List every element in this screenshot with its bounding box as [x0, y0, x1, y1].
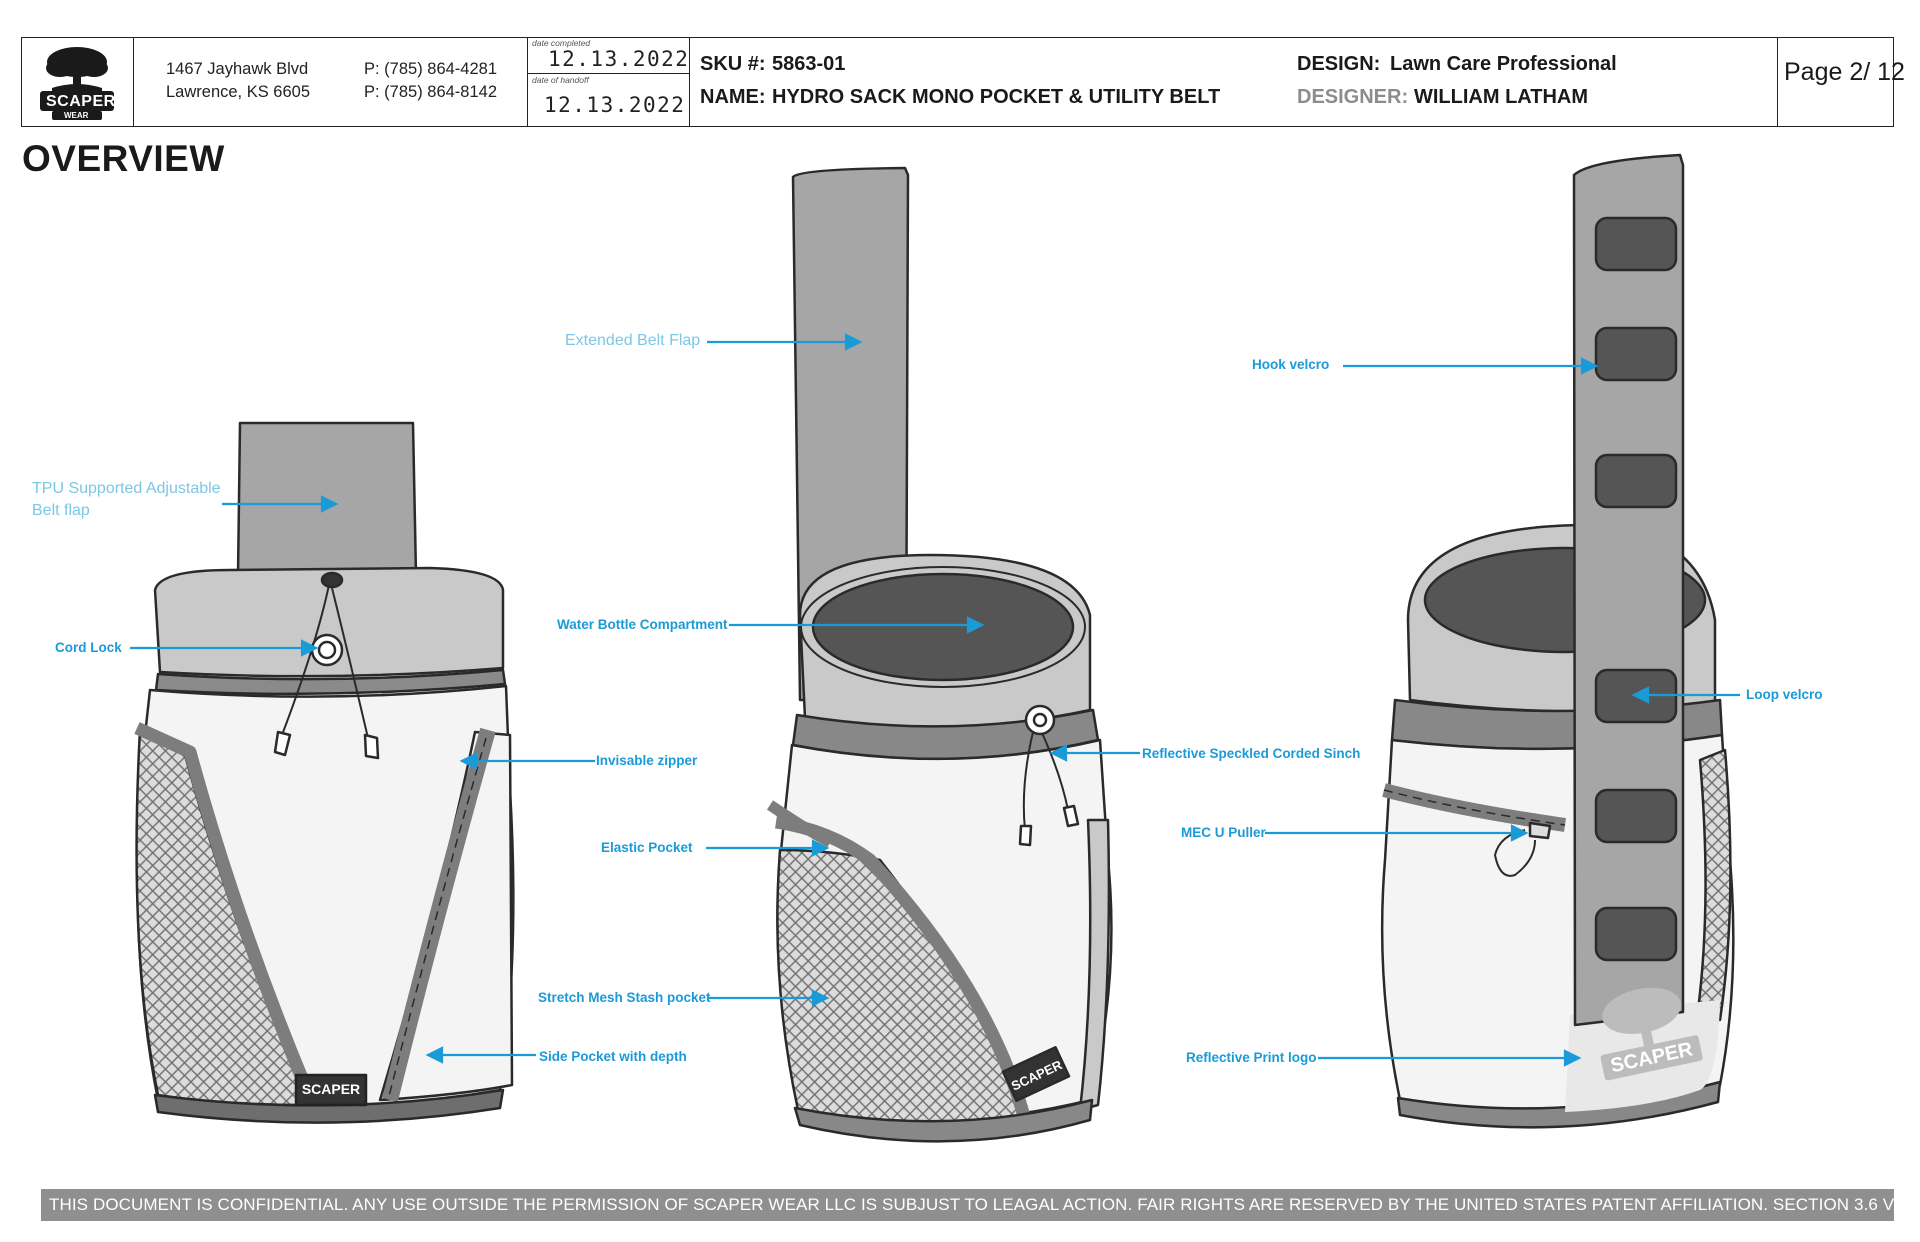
bottom-band-front	[153, 1088, 505, 1124]
product-back-view	[1380, 153, 1735, 1129]
tree-logo-icon	[40, 47, 114, 120]
page-cell: Page 2/ 12	[1778, 38, 1905, 126]
callout-hook-velcro: Hook velcro	[1252, 357, 1330, 372]
page-number: Page 2/ 12	[1784, 58, 1905, 86]
sku-label: SKU #:	[700, 53, 766, 75]
title-block: SCAPER WEAR 1467 Jayhawk Blvd Lawrence, …	[21, 37, 1905, 127]
date-handoff-value: 12.13.2022	[544, 93, 686, 117]
dates-cell: date completed 12.13.2022 date of handof…	[528, 38, 690, 126]
logo-patch-front	[294, 1073, 368, 1107]
company-logo-cell: SCAPER WEAR	[22, 38, 134, 126]
date-completed-label: date completed	[532, 38, 591, 48]
hook-velcro-pad	[1594, 906, 1678, 962]
callout-water-bottle: Water Bottle Compartment	[557, 617, 728, 632]
phone-1: P: (785) 864-4281	[364, 60, 498, 78]
logo-text: SCAPER	[46, 93, 116, 110]
section-title: OVERVIEW	[22, 138, 225, 179]
callout-arrows	[130, 333, 1740, 1067]
date-completed-row: date completed 12.13.2022	[528, 38, 689, 74]
callout-loop-velcro: Loop velcro	[1746, 687, 1823, 702]
design-value: Lawn Care Professional	[1390, 53, 1617, 75]
name-label: NAME:	[700, 86, 766, 108]
callout-mesh-pocket: Stretch Mesh Stash pocket	[538, 990, 711, 1005]
patch-logo-text-front: SCAPER	[302, 1081, 360, 1097]
hook-velcro-pad	[1594, 788, 1678, 844]
velcro-flap	[1572, 153, 1685, 1027]
rim-band-front	[154, 668, 507, 696]
designer-label: DESIGNER:	[1297, 86, 1409, 108]
confidential-footer: THIS DOCUMENT IS CONFIDENTIAL. ANY USE O…	[41, 1189, 1894, 1221]
logo-patch-side	[1001, 1045, 1071, 1103]
address-line-2: Lawrence, KS 6605	[166, 83, 311, 101]
callout-reflective-logo: Reflective Print logo	[1186, 1050, 1317, 1065]
callout-tpu-line1: TPU Supported Adjustable	[32, 480, 221, 497]
callout-elastic-pocket: Elastic Pocket	[601, 840, 693, 855]
name-value: HYDRO SACK MONO POCKET & UTILITY BELT	[772, 86, 1221, 108]
callout-side-pocket: Side Pocket with depth	[539, 1049, 687, 1064]
product-front-view	[134, 421, 515, 1124]
hook-velcro-pad	[1594, 216, 1678, 272]
phone-2: P: (785) 864-8142	[364, 83, 498, 101]
hook-velcro-pad	[1594, 326, 1678, 382]
product-side-view	[766, 166, 1113, 1143]
callout-mec-puller: MEC U Puller	[1181, 825, 1266, 840]
product-info-cell: SKU #: 5863-01 NAME: HYDRO SACK MONO POC…	[690, 38, 1778, 126]
address-cell: 1467 Jayhawk Blvd Lawrence, KS 6605 P: (…	[134, 38, 528, 126]
collar-front	[153, 566, 505, 678]
logo-subtext: WEAR	[64, 111, 89, 120]
address-line-1: 1467 Jayhawk Blvd	[166, 60, 309, 78]
callout-extended-flap: Extended Belt Flap	[565, 332, 701, 349]
callout-reflective-sinch: Reflective Speckled Corded Sinch	[1142, 746, 1361, 761]
hook-velcro-pad	[1594, 453, 1678, 509]
bottle-opening	[811, 572, 1075, 682]
designer-value: WILLIAM LATHAM	[1414, 86, 1589, 108]
date-completed-value: 12.13.2022	[548, 47, 690, 71]
callout-tpu-line2: Belt flap	[32, 502, 90, 519]
reflective-tree-logo-icon	[1600, 987, 1703, 1081]
callout-invisible-zipper: Invisable zipper	[596, 753, 698, 768]
design-label: DESIGN:	[1297, 53, 1381, 75]
date-handoff-label: date of handoff	[532, 75, 589, 85]
sku-value: 5863-01	[772, 53, 846, 75]
callout-cord-lock: Cord Lock	[55, 640, 122, 655]
